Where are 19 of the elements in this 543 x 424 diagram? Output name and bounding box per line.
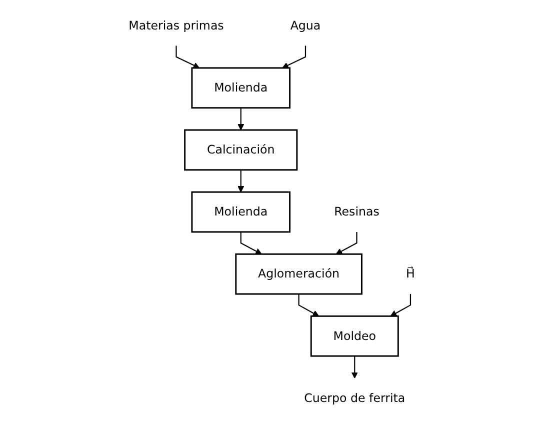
arrow — [282, 46, 306, 68]
arrow — [237, 108, 244, 130]
node-text: Materias primas — [128, 18, 224, 32]
node-box: Molienda — [190, 191, 290, 233]
node-text: H⃗ — [406, 266, 415, 281]
arrow — [298, 294, 319, 316]
node-text: Agua — [290, 18, 320, 32]
node-box: Moldeo — [310, 315, 399, 357]
node-box: Aglomeración — [234, 253, 362, 295]
node-text: Cuerpo de ferrita — [304, 390, 405, 405]
arrow — [390, 294, 411, 316]
arrow — [237, 170, 244, 192]
node-text: Resinas — [334, 204, 380, 219]
arrow — [240, 232, 262, 254]
arrow — [351, 356, 358, 378]
arrow — [335, 232, 358, 254]
node-box: Calcinación — [184, 129, 298, 171]
node-box: Molienda — [190, 67, 290, 109]
arrow — [175, 46, 200, 68]
